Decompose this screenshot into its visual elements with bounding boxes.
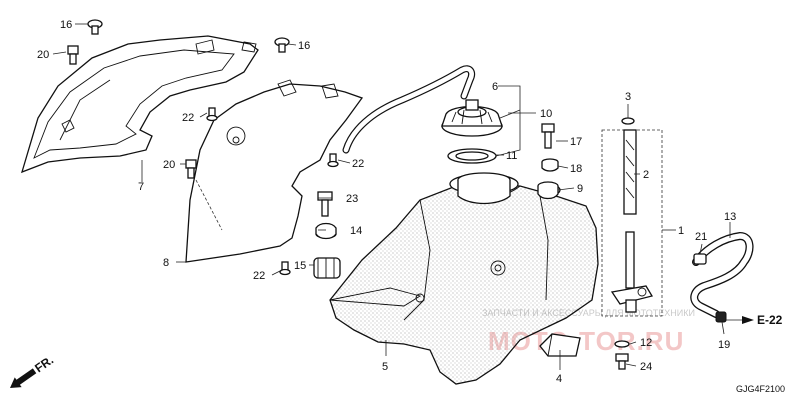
- fuel-valve-assembly: [601, 129, 663, 317]
- callout-13: 13: [724, 211, 736, 223]
- collar: [541, 158, 559, 172]
- arrow-left-icon: [10, 368, 37, 388]
- washer-3: [621, 117, 635, 125]
- callout-3: 3: [625, 91, 631, 103]
- screw-24: [615, 353, 629, 370]
- nut-12: [614, 340, 630, 348]
- callout-15: 15: [294, 260, 306, 272]
- cushion: [315, 222, 337, 240]
- arrow-right-icon: [742, 316, 754, 324]
- bolt-23: [317, 191, 333, 217]
- callout-18: 18: [570, 163, 582, 175]
- callout-7: 7: [138, 181, 144, 193]
- callout-20b: 20: [163, 159, 175, 171]
- direction-label: FR.: [32, 353, 56, 376]
- callout-24: 24: [640, 361, 652, 373]
- diagram-code: GJG4F2100: [736, 384, 785, 394]
- screw-16-b: [274, 37, 290, 53]
- rubber-mount: [313, 257, 341, 279]
- grommet: [537, 181, 559, 200]
- rear-bracket: [539, 333, 581, 357]
- ref-label: E-22: [757, 313, 783, 327]
- fuel-tank: [329, 172, 599, 385]
- hose-clip-19: [715, 311, 727, 323]
- screw-16-a: [87, 19, 103, 35]
- callout-20a: 20: [37, 49, 49, 61]
- callout-6: 6: [492, 81, 498, 93]
- bolt-17: [541, 123, 555, 149]
- callout-1: 1: [678, 225, 684, 237]
- callout-21: 21: [695, 231, 707, 243]
- callout-9: 9: [577, 183, 583, 195]
- callouts: 16 20 16 22 7 20 8 22 22 23 14 15 6 10 1…: [37, 19, 736, 385]
- callout-12: 12: [640, 337, 652, 349]
- callout-11: 11: [506, 150, 517, 162]
- callout-14: 14: [350, 225, 362, 237]
- callout-19: 19: [718, 339, 730, 351]
- callout-17: 17: [570, 136, 582, 148]
- hose-clip-21: [693, 253, 707, 265]
- screw-22-b: [327, 153, 339, 168]
- front-direction: FR.: [10, 353, 56, 388]
- leader-lines: [52, 23, 752, 370]
- callout-8: 8: [163, 257, 169, 269]
- callout-22c: 22: [253, 270, 265, 282]
- callout-23: 23: [346, 193, 358, 205]
- breather-tube: [342, 65, 476, 154]
- callout-16b: 16: [298, 40, 310, 52]
- fuel-cap: [441, 99, 503, 137]
- side-shroud: [185, 79, 364, 263]
- shroud-frame: [21, 35, 259, 174]
- callout-22b: 22: [352, 158, 364, 170]
- fasteners: [67, 19, 339, 276]
- bolt-20-a: [67, 45, 79, 65]
- callout-5: 5: [382, 361, 388, 373]
- callout-4: 4: [556, 373, 562, 385]
- screw-22-c: [279, 261, 291, 276]
- callout-2: 2: [643, 169, 649, 181]
- callout-22a: 22: [182, 112, 194, 124]
- bolt-20-b: [185, 159, 197, 179]
- cap-gasket: [447, 148, 497, 164]
- fuel-hose: [690, 231, 754, 318]
- callout-16a: 16: [60, 19, 72, 31]
- watermark-text: ЗАПЧАСТИ И АКСЕССУАРЫ ДЛЯ МОТОТЕХНИКИ: [482, 308, 695, 318]
- ref-e22: E-22: [742, 313, 783, 327]
- screw-22-a: [206, 107, 218, 122]
- callout-10: 10: [540, 108, 552, 120]
